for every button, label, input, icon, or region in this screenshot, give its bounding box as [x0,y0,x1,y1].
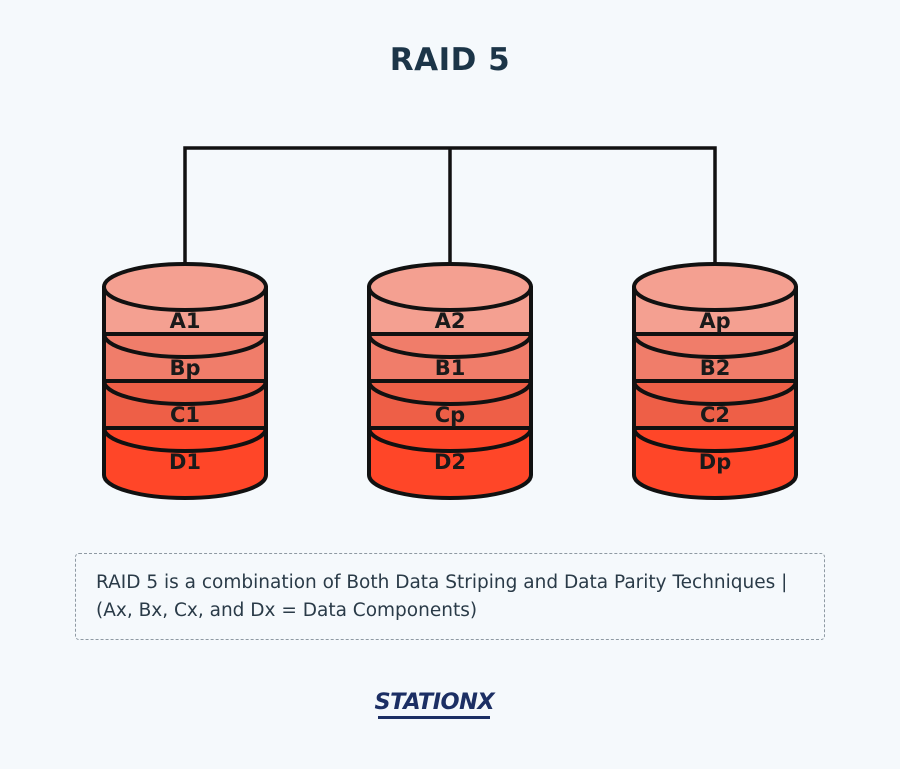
layer-separator [632,427,798,453]
layer-separator [367,427,533,453]
block-label-b2: B2 [700,356,731,380]
disk-top-cap [632,262,798,312]
layer-separator [102,427,268,453]
block-label-cp: Cp [435,403,465,427]
layer-separator [102,380,268,406]
block-label-a2: A2 [435,309,466,333]
layer-separator [632,380,798,406]
block-label-c1: C1 [170,403,200,427]
disk-top-cap [102,262,268,312]
block-label-a1: A1 [170,309,201,333]
disk-layer-dp [632,426,798,500]
disk-layer-d2 [367,426,533,500]
block-label-bp: Bp [169,356,200,380]
disk-top-cap [367,262,533,312]
layer-separator [367,333,533,359]
diagram-title: RAID 5 [389,42,511,78]
block-label-b1: B1 [435,356,466,380]
block-label-d1: D1 [169,450,201,474]
logo-text: STATIONX [374,690,495,715]
layer-separator [102,333,268,359]
caption-box: RAID 5 is a combination of Both Data Str… [75,553,825,640]
layer-separator [632,333,798,359]
block-label-ap: Ap [699,309,730,333]
layer-separator [367,380,533,406]
stationx-logo: STATIONX [374,690,526,722]
block-label-d2: D2 [434,450,466,474]
block-label-dp: Dp [699,450,731,474]
disk-layer-d1 [102,426,268,500]
logo-underline [378,716,490,719]
block-label-c2: C2 [700,403,730,427]
